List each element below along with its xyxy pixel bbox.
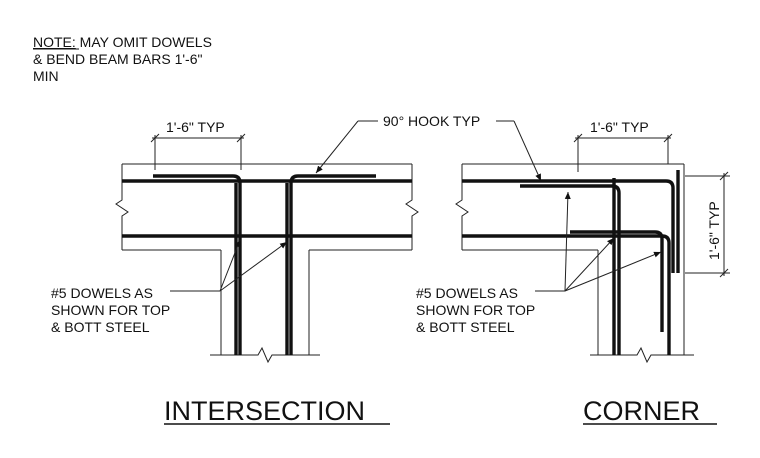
- right-hooked-dowel: [289, 174, 376, 355]
- intersection-dowel-note-3: & BOTT STEEL: [51, 319, 150, 335]
- intersection-rebar: [122, 174, 412, 355]
- corner-top-dimension: 1'-6" TYP: [573, 119, 673, 172]
- corner-detail: 1'-6" TYP 1'-6" TYP #5 DOWELS AS SHOWN F…: [416, 119, 730, 426]
- intersection-dimension: 1'-6" TYP: [150, 119, 246, 170]
- intersection-concrete-outline: [115, 163, 419, 364]
- left-hooked-dowel: [153, 174, 242, 355]
- corner-dowel-note-2: SHOWN FOR TOP: [416, 302, 535, 318]
- corner-rebar: [462, 170, 680, 355]
- corner-dowel-callout: #5 DOWELS AS SHOWN FOR TOP & BOTT STEEL: [416, 191, 662, 335]
- intersection-detail: 1'-6" TYP #5 DOWELS AS SHOWN FOR TOP & B…: [51, 119, 419, 426]
- general-note: NOTE: MAY OMIT DOWELS & BEND BEAM BARS 1…: [33, 34, 212, 84]
- hook-label: 90° HOOK TYP: [383, 113, 480, 129]
- intersection-dimension-label: 1'-6" TYP: [166, 119, 225, 135]
- intersection-dowel-note-2: SHOWN FOR TOP: [51, 302, 170, 318]
- note-line-2: & BEND BEAM BARS 1'-6": [33, 51, 203, 67]
- note-line-1-text: MAY OMIT DOWELS: [76, 34, 212, 50]
- corner-top-bar: [462, 179, 675, 273]
- note-line-1: NOTE: MAY OMIT DOWELS: [33, 34, 212, 50]
- corner-side-dimension: 1'-6" TYP: [685, 171, 730, 278]
- corner-concrete-outline: [455, 163, 694, 364]
- corner-title: CORNER: [583, 396, 700, 426]
- corner-hooked-dowel: [520, 184, 621, 355]
- intersection-dowel-callout: #5 DOWELS AS SHOWN FOR TOP & BOTT STEEL: [51, 239, 288, 335]
- corner-dowel-note-3: & BOTT STEEL: [416, 319, 515, 335]
- corner-outer-dowel: [570, 230, 664, 332]
- corner-side-dimension-label: 1'-6" TYP: [706, 201, 722, 260]
- intersection-title: INTERSECTION: [164, 396, 365, 426]
- hook-callout: 90° HOOK TYP: [315, 113, 542, 182]
- intersection-dowel-note-1: #5 DOWELS AS: [51, 285, 153, 301]
- corner-top-dimension-label: 1'-6" TYP: [590, 119, 649, 135]
- corner-dowel-note-1: #5 DOWELS AS: [416, 285, 518, 301]
- note-line-3: MIN: [33, 68, 59, 84]
- note-prefix: NOTE:: [33, 34, 76, 50]
